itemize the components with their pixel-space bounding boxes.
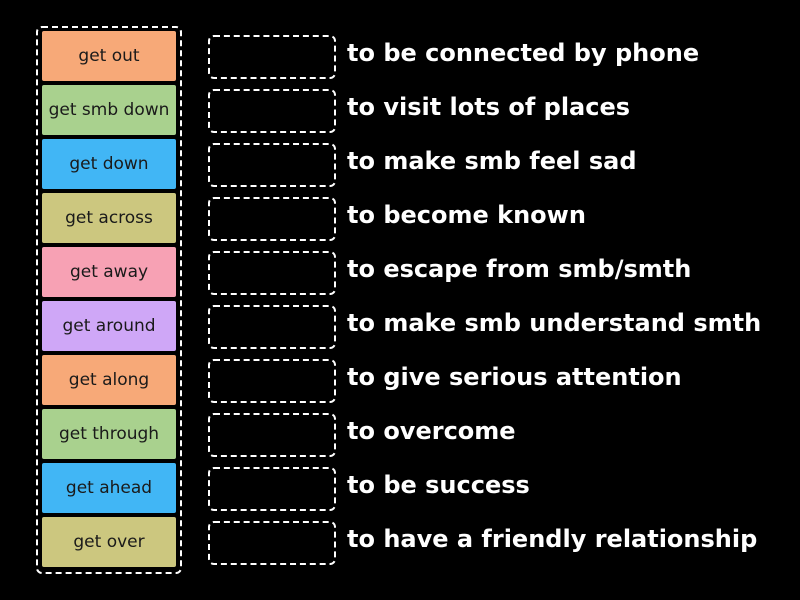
definition-text: to escape from smb/smth <box>347 255 692 283</box>
tile-bank <box>36 26 182 574</box>
answer-tile[interactable]: get down <box>42 139 176 189</box>
drop-slot[interactable] <box>208 521 336 565</box>
definition-text: to be success <box>347 471 530 499</box>
definition-text: to become known <box>347 201 586 229</box>
definition-text: to give serious attention <box>347 363 682 391</box>
definition-text: to visit lots of places <box>347 93 631 121</box>
answer-tile[interactable]: get through <box>42 409 176 459</box>
drop-slot[interactable] <box>208 305 336 349</box>
drop-slot[interactable] <box>208 35 336 79</box>
definition-text: to be connected by phone <box>347 39 700 67</box>
drop-slot[interactable] <box>208 197 336 241</box>
drop-slot[interactable] <box>208 413 336 457</box>
drop-slot[interactable] <box>208 359 336 403</box>
drop-slot[interactable] <box>208 251 336 295</box>
definition-text: to make smb understand smth <box>347 309 762 337</box>
answer-tile[interactable]: get around <box>42 301 176 351</box>
answer-tile[interactable]: get ahead <box>42 463 176 513</box>
answer-tile[interactable]: get away <box>42 247 176 297</box>
answer-tile[interactable]: get across <box>42 193 176 243</box>
definition-text: to make smb feel sad <box>347 147 637 175</box>
answer-tile[interactable]: get smb down <box>42 85 176 135</box>
definition-text: to overcome <box>347 417 516 445</box>
drop-slot[interactable] <box>208 467 336 511</box>
drop-slot[interactable] <box>208 143 336 187</box>
answer-tile[interactable]: get out <box>42 31 176 81</box>
definition-text: to have a friendly relationship <box>347 525 758 553</box>
answer-tile[interactable]: get along <box>42 355 176 405</box>
drop-slot[interactable] <box>208 89 336 133</box>
answer-tile[interactable]: get over <box>42 517 176 567</box>
